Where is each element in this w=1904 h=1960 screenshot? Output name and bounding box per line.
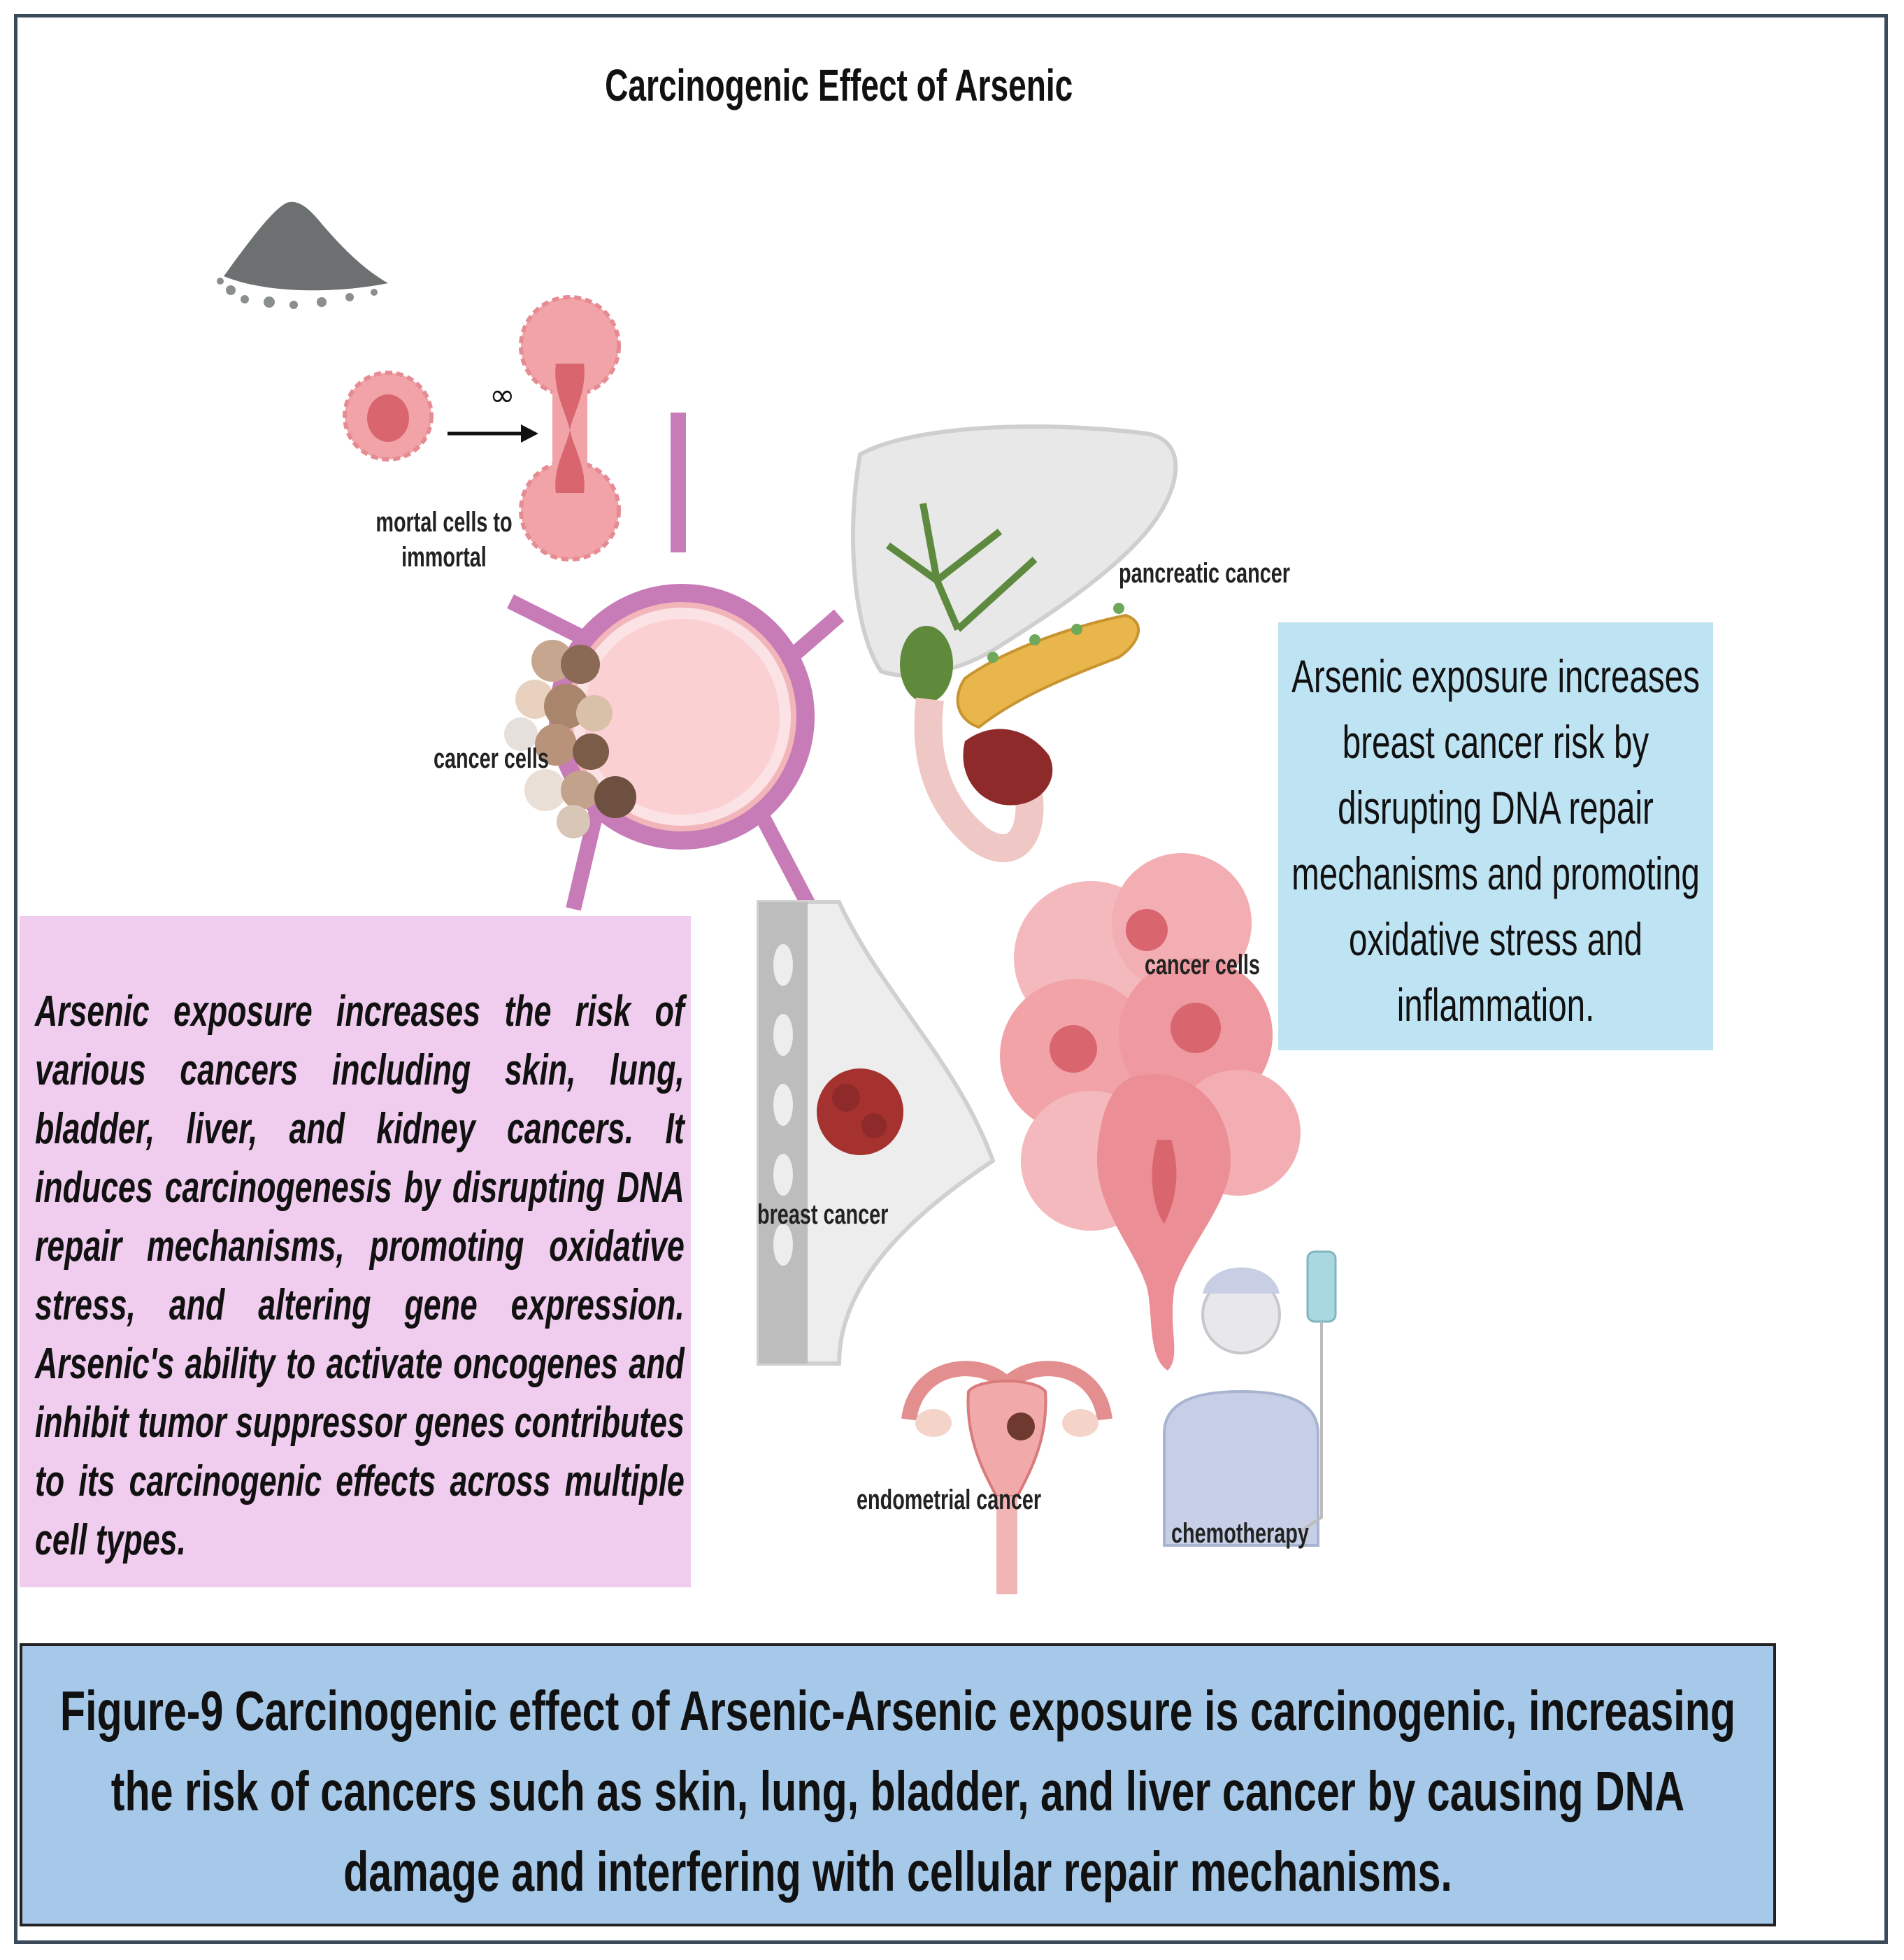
breast-cancer-summary-box: Arsenic exposure increases breast cancer… <box>1278 622 1713 1050</box>
label-pancreatic-cancer: pancreatic cancer <box>1119 558 1290 589</box>
infinity-symbol: ∞ <box>489 378 515 413</box>
uterus-icon <box>901 1361 1112 1594</box>
figure-title: Carcinogenic Effect of Arsenic <box>605 60 1073 110</box>
patient-iv-icon <box>1163 1250 1337 1547</box>
arsenic-powder-icon <box>217 201 388 309</box>
label-cancer-cells-left: cancer cells <box>434 743 549 774</box>
liver-pancreas-icon <box>851 424 1178 862</box>
dividing-cell-icon <box>519 295 621 561</box>
cancer-cell-mass-icon <box>1000 853 1301 1371</box>
risk-summary-box: Arsenic exposure increases the risk of v… <box>20 916 691 1587</box>
risk-summary-text: Arsenic exposure increases the risk of v… <box>35 987 685 1564</box>
cancer-cell-cluster-icon <box>504 640 636 838</box>
breast-icon <box>757 900 996 1366</box>
label-cancer-cells-right: cancer cells <box>1145 950 1260 980</box>
figure-caption: Figure-9 Carcinogenic effect of Arsenic-… <box>59 1680 1736 1903</box>
label-breast-cancer: breast cancer <box>757 1199 889 1230</box>
label-endometrial-cancer: endometrial cancer <box>857 1485 1042 1515</box>
mortal-cell-icon <box>343 371 434 462</box>
arrow-icon <box>448 424 538 443</box>
breast-cancer-summary-text: Arsenic exposure increases breast cancer… <box>1291 650 1700 1031</box>
label-mortal-cells: mortal cells to immortal <box>375 507 513 573</box>
label-chemotherapy: chemotherapy <box>1171 1518 1309 1549</box>
figure-caption-box: Figure-9 Carcinogenic effect of Arsenic-… <box>20 1643 1776 1926</box>
